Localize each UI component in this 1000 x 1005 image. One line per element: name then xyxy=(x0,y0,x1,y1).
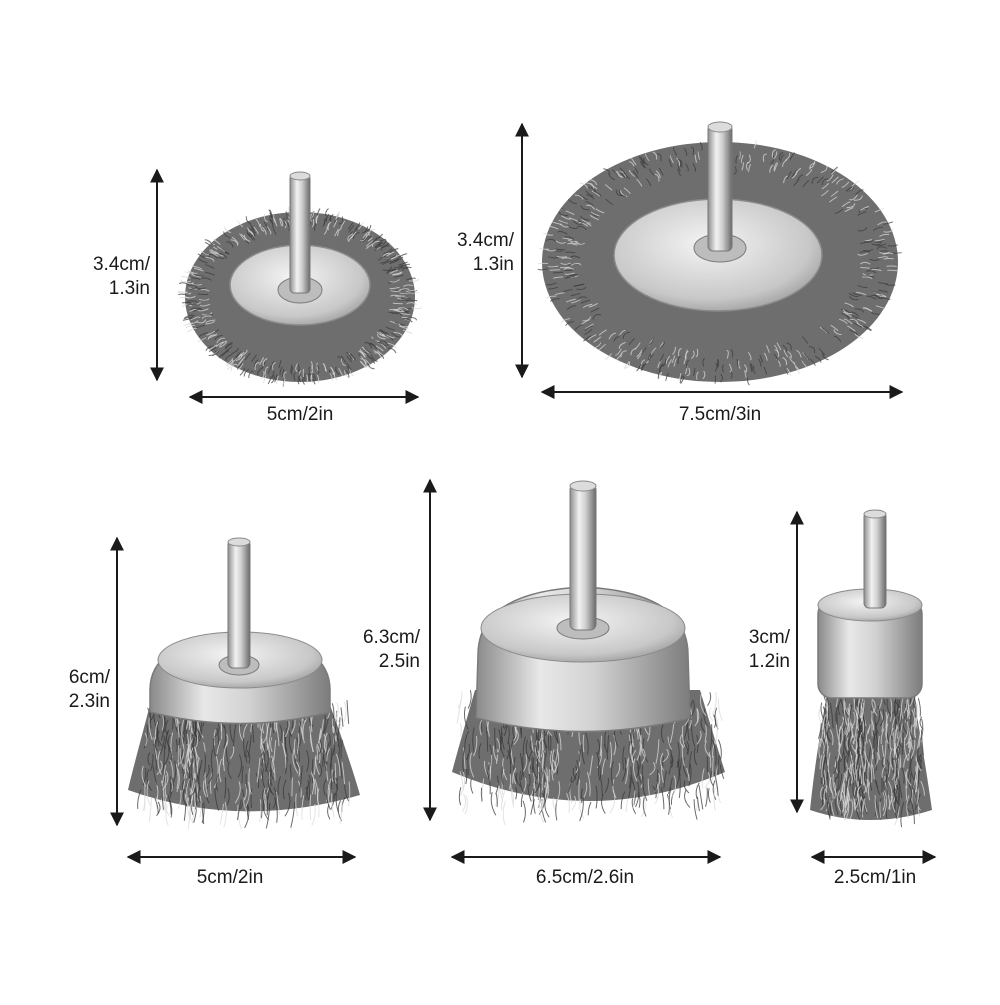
end-brush xyxy=(810,510,932,827)
wire-strand xyxy=(708,788,710,802)
wire-strand xyxy=(685,790,690,808)
wire-strand xyxy=(312,804,315,826)
wire-strand xyxy=(178,745,179,766)
width-label-end-brush: 2.5cm/1in xyxy=(805,866,945,890)
height-label-cup-large: 6.3cm/2.5in xyxy=(330,626,420,674)
wire-strand xyxy=(198,294,208,295)
wire-strand xyxy=(496,794,497,807)
shaft xyxy=(228,540,250,668)
shaft xyxy=(708,125,732,251)
wire-strand xyxy=(344,702,346,722)
wire-strand xyxy=(550,270,560,271)
wire-strand xyxy=(880,802,881,818)
shaft xyxy=(570,484,596,630)
shaft-tip xyxy=(228,538,250,546)
shaft xyxy=(864,512,886,608)
wire-strand xyxy=(887,266,897,267)
wire-strand xyxy=(182,302,192,303)
height-label-cup-small: 6cm/2.3in xyxy=(30,666,110,714)
shaft-tip xyxy=(864,510,886,518)
width-label-wheel-small: 5cm/2in xyxy=(210,403,390,427)
width-label-cup-small: 5cm/2in xyxy=(140,866,320,890)
wire-strand xyxy=(460,723,461,736)
wire-strand xyxy=(706,788,708,807)
wire-strand xyxy=(491,792,496,815)
wire-strand xyxy=(178,294,188,295)
wire-strand xyxy=(860,268,870,269)
wire-strand xyxy=(310,794,311,820)
wire-strand xyxy=(626,798,628,812)
wire-strand xyxy=(713,756,714,781)
wire-strand xyxy=(583,735,584,752)
wire-strand xyxy=(347,700,349,724)
wire-strand xyxy=(884,258,894,259)
wire-strand xyxy=(903,733,904,755)
wire-strand xyxy=(149,797,151,822)
wire-strand xyxy=(292,777,293,796)
wire-strand xyxy=(503,801,505,825)
wire-strand xyxy=(178,292,188,293)
height-label-wheel-small: 3.4cm/1.3in xyxy=(70,253,150,301)
wheel-brush-small xyxy=(178,172,422,387)
height-label-wheel-large: 3.4cm/1.3in xyxy=(430,229,514,277)
wire-strand xyxy=(545,798,549,817)
height-label-end-brush: 3cm/1.2in xyxy=(700,626,790,674)
wire-strand xyxy=(718,698,722,721)
wire-strand xyxy=(516,787,517,799)
shaft-tip xyxy=(708,122,732,132)
width-label-wheel-large: 7.5cm/3in xyxy=(620,403,820,427)
wire-strand xyxy=(872,711,873,737)
wire-strand xyxy=(918,698,920,717)
cup-brush-large xyxy=(452,481,725,825)
wire-strand xyxy=(400,293,410,294)
wire-strand xyxy=(588,802,591,815)
shaft xyxy=(290,175,310,293)
wire-strand xyxy=(471,779,473,794)
wire-strand xyxy=(523,801,526,823)
shaft-tip xyxy=(290,172,310,180)
wheel-brush-large xyxy=(538,122,902,385)
wire-strand xyxy=(459,787,461,805)
wire-strand xyxy=(710,708,713,721)
cup-brush-small xyxy=(128,538,360,829)
wire-strand xyxy=(708,692,711,705)
wire-strand xyxy=(184,804,186,821)
shaft-tip xyxy=(570,481,596,491)
width-label-cup-large: 6.5cm/2.6in xyxy=(480,866,690,890)
wire-strand xyxy=(462,794,465,812)
